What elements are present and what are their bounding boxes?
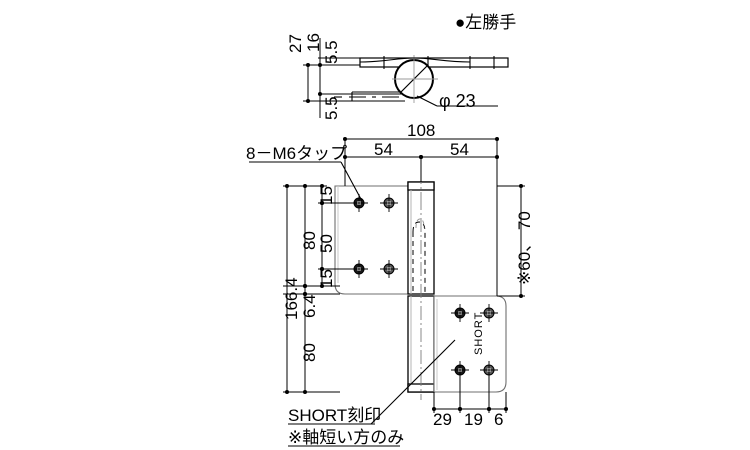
handedness-label: ●左勝手 <box>455 13 517 32</box>
dim-overall-height: 166.4 <box>282 277 301 320</box>
tap-spec-label: 8－M6タップ <box>246 144 348 163</box>
dim-overall-width: 108 <box>407 121 436 140</box>
dim-hole-bottom-margin: 15 <box>317 269 336 288</box>
dim-hole-spacing: 50 <box>317 234 336 253</box>
front-view-group <box>249 137 525 447</box>
note-short-stamp: SHORT刻印 <box>288 406 382 425</box>
pin-diameter-label: φ 23 <box>439 91 476 111</box>
dim-bottom-c: 6 <box>494 410 504 429</box>
note-short-shaft-only: ※軸短い方のみ <box>288 428 405 447</box>
short-stamp-text: SHORT <box>473 311 485 355</box>
dim-bottom-b: 19 <box>464 410 483 429</box>
topview-dim-27: 27 <box>286 34 305 53</box>
topview-dim-bottom-gap: 5.5 <box>322 96 341 120</box>
dim-upper-plate-height: 80 <box>300 231 319 250</box>
dim-bottom-a: 29 <box>433 410 452 429</box>
dim-leaf-offset: ※60、 70 <box>515 211 534 285</box>
dim-width-left: 54 <box>374 140 393 159</box>
dim-hole-top-margin: 15 <box>317 186 336 205</box>
lower-leaf-plate <box>433 295 507 393</box>
topview-dim-top-gap: 5.5 <box>322 40 341 64</box>
topview-dim-middle: 16 <box>304 33 323 52</box>
dim-lower-plate-height: 80 <box>300 343 319 362</box>
dim-width-right: 54 <box>450 140 469 159</box>
top-view-group <box>303 38 509 118</box>
dim-knuckle-gap: 6.4 <box>300 294 319 318</box>
upper-leaf-plate <box>334 185 416 295</box>
